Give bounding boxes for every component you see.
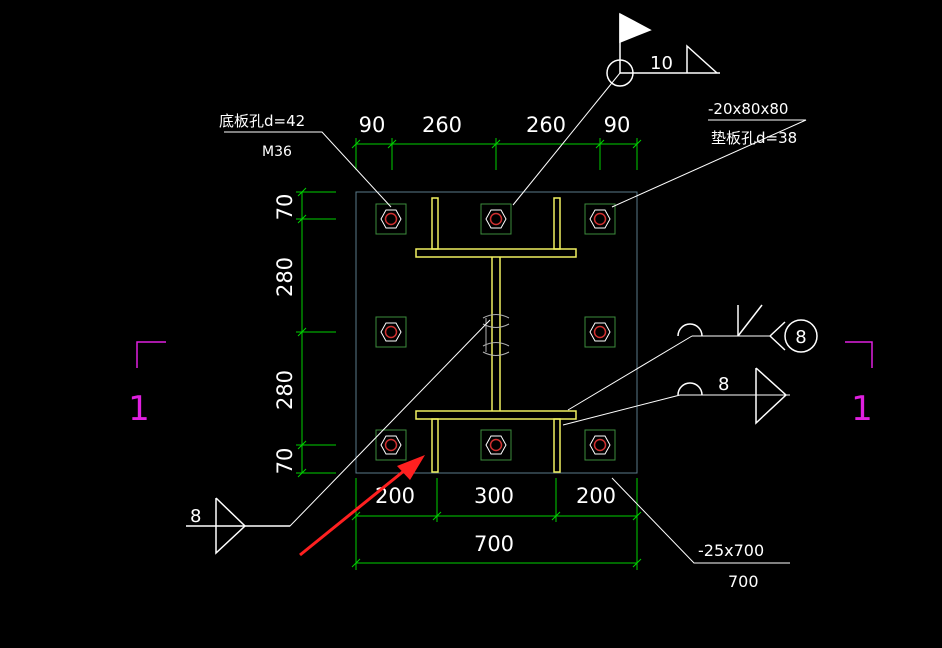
washer-size-label: -20x80x80: [708, 100, 788, 118]
bolt-group: [375, 203, 616, 461]
dim-top-3: 260: [526, 113, 566, 137]
dim-left-3: 280: [273, 370, 297, 410]
bolt: [584, 316, 616, 348]
bolt: [375, 316, 407, 348]
section-label-left: 1: [128, 389, 150, 429]
dim-bottom-2: 300: [474, 484, 514, 508]
dim-left-2: 280: [273, 257, 297, 297]
bolt: [480, 203, 512, 235]
section-mark-right: [845, 341, 873, 368]
base-plate-outline: [355, 191, 638, 474]
weld-web-size: 8: [190, 506, 201, 527]
weld-flag-size: 10: [650, 53, 673, 74]
dimension-left: [296, 187, 336, 478]
weld-symbol-flange: [677, 367, 788, 425]
dimension-top: [351, 138, 642, 170]
weld-circle-size: 8: [795, 327, 806, 348]
dim-bottom-3: 200: [576, 484, 616, 508]
dim-top-4: 90: [604, 113, 631, 137]
weld-symbol-web: [186, 497, 290, 555]
bolt-label: M36: [262, 144, 292, 160]
section-label-right: 1: [851, 389, 873, 429]
bolt: [375, 203, 407, 235]
section-mark-left: [136, 341, 166, 368]
red-arrow-icon: [299, 455, 425, 557]
h-beam: [415, 197, 577, 473]
bolt: [584, 429, 616, 461]
plate-size-label: -25x700: [698, 541, 764, 560]
dim-left-4: 70: [273, 448, 297, 475]
weld-flange-size: 8: [718, 374, 729, 395]
dimension-bottom: [351, 478, 642, 570]
base-hole-label: 底板孔d=42: [219, 112, 305, 130]
dim-left-1: 70: [273, 194, 297, 221]
bolt: [480, 429, 512, 461]
flag-weld-symbol: [606, 12, 720, 87]
washer-hole-label: 垫板孔d=38: [711, 129, 797, 147]
dim-top-2: 260: [422, 113, 462, 137]
weld-symbol-circle: [677, 304, 818, 353]
dim-bottom-total: 700: [474, 532, 514, 556]
plate-length-label: 700: [728, 572, 759, 591]
leader-lines: [224, 72, 807, 564]
bolt: [584, 203, 616, 235]
bolt: [375, 429, 407, 461]
dim-top-1: 90: [359, 113, 386, 137]
